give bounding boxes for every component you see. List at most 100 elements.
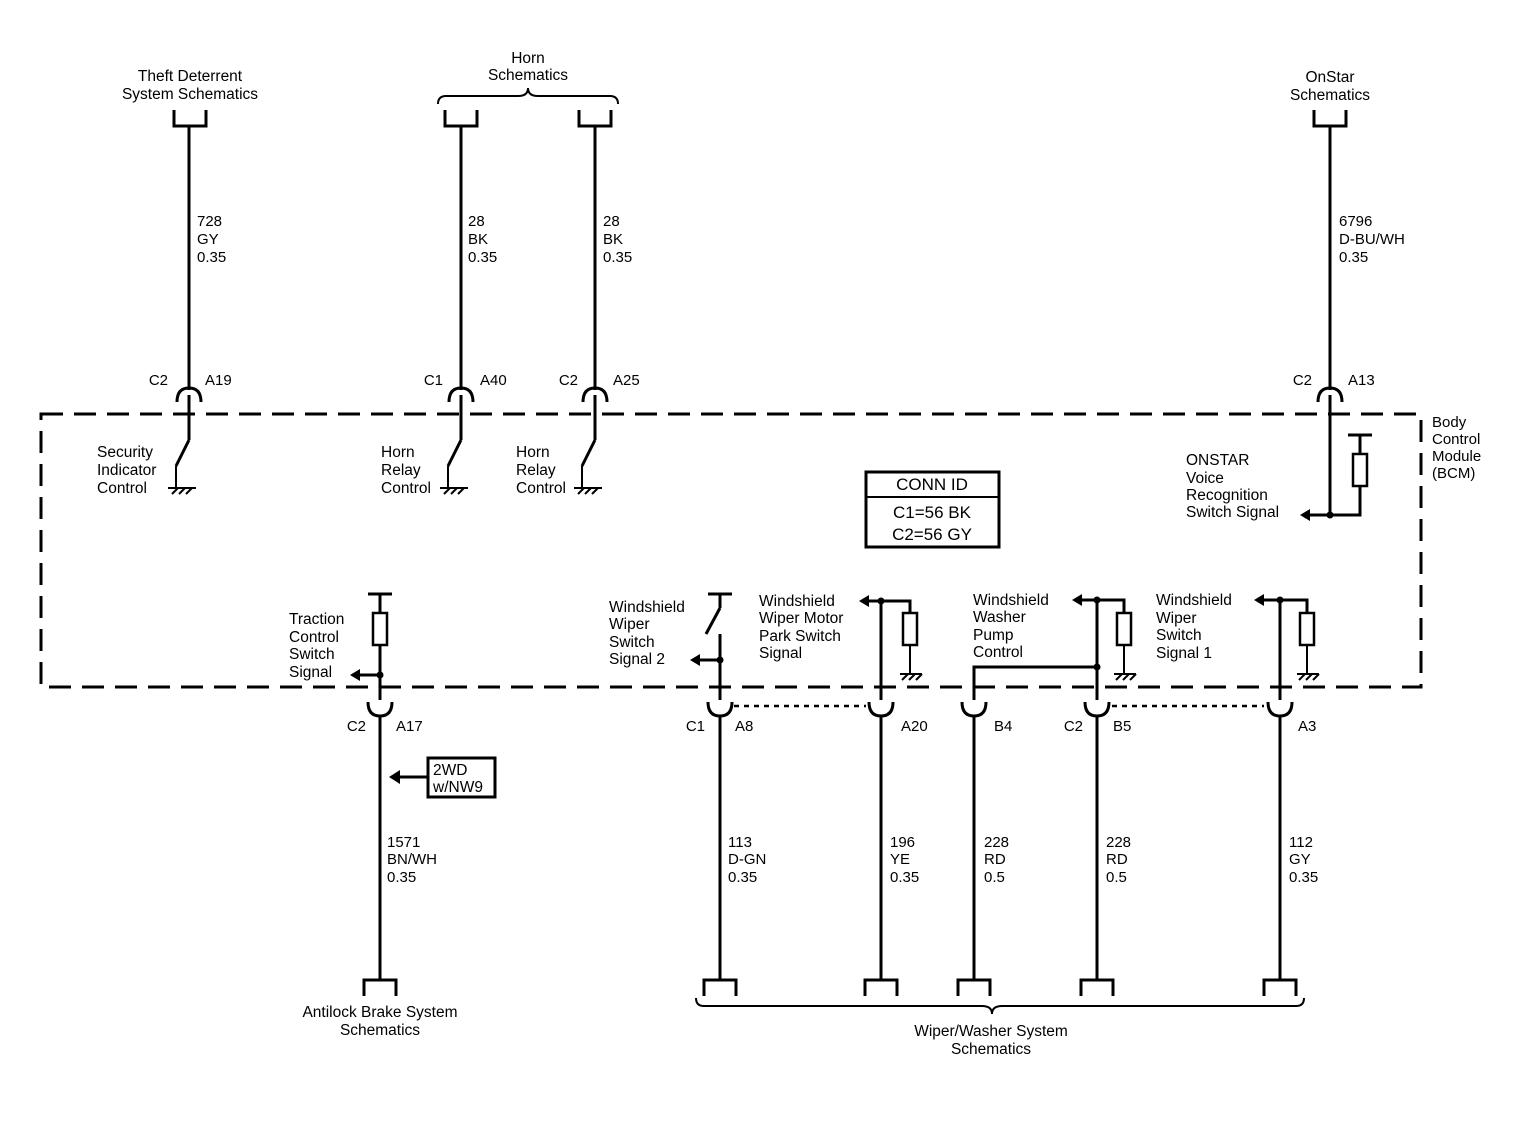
conn-id-title: CONN ID bbox=[896, 475, 968, 494]
wire-color: D-GN bbox=[728, 851, 766, 868]
ground-icon bbox=[440, 466, 468, 495]
connector-id: C2 bbox=[347, 718, 366, 735]
circuit-onstar-voice-recognition: 6796 D-BU/WH 0.35 C2 A13 ONSTAR Voice Re… bbox=[1186, 126, 1405, 521]
function-label: Windshield bbox=[759, 593, 835, 610]
wire-gauge: 0.35 bbox=[890, 869, 919, 886]
circuit-washer-pump-control: Windshield Washer Pump Control B4 228 RD… bbox=[956, 592, 1137, 996]
signal-arrow-icon bbox=[1072, 594, 1082, 606]
connector-id: C1 bbox=[686, 718, 705, 735]
function-label: Switch Signal bbox=[1186, 504, 1279, 521]
pin-id: A40 bbox=[480, 372, 507, 389]
function-label: ONSTAR bbox=[1186, 452, 1249, 469]
function-label: Relay bbox=[516, 462, 556, 479]
function-label: Recognition bbox=[1186, 487, 1268, 504]
splice-dot bbox=[1326, 511, 1334, 519]
function-label: Control bbox=[97, 480, 147, 497]
wire-gauge: 0.35 bbox=[603, 249, 632, 266]
wire-number: 228 bbox=[1106, 834, 1131, 851]
pin-connector-symbol bbox=[706, 701, 734, 718]
connector-id: C2 bbox=[1293, 372, 1312, 389]
wire-gauge: 0.35 bbox=[1339, 249, 1368, 266]
destination-label: Theft Deterrent bbox=[138, 68, 243, 85]
theft-deterrent-destination: Theft Deterrent System Schematics bbox=[122, 68, 258, 128]
pin-id: A3 bbox=[1298, 718, 1316, 735]
bcm-label-line: Control bbox=[1432, 431, 1480, 448]
wire-number: 728 bbox=[197, 213, 222, 230]
wire-number: 1571 bbox=[387, 834, 420, 851]
function-label: Voice bbox=[1186, 470, 1224, 487]
wire bbox=[1306, 486, 1362, 517]
harness-connector-symbol bbox=[443, 110, 479, 128]
function-label: Signal 2 bbox=[609, 651, 665, 668]
wire bbox=[1078, 598, 1099, 700]
destination-label: OnStar bbox=[1305, 69, 1354, 86]
function-label: Indicator bbox=[97, 462, 156, 479]
wire-color: D-BU/WH bbox=[1339, 231, 1405, 248]
function-label: Horn bbox=[516, 444, 550, 461]
harness-connector-symbol bbox=[172, 110, 208, 128]
horn-destination: Horn Schematics bbox=[437, 50, 619, 128]
ground-icon bbox=[574, 466, 602, 495]
option-label: 2WD bbox=[433, 762, 467, 779]
circuit-security-indicator: 728 GY 0.35 C2 A19 Security Indicator Co… bbox=[97, 126, 232, 497]
pin-connector-symbol bbox=[447, 386, 475, 403]
destination-label: System Schematics bbox=[122, 86, 258, 103]
pin-id: A25 bbox=[613, 372, 640, 389]
resistor-symbol bbox=[371, 611, 389, 647]
switch-symbol bbox=[174, 439, 191, 467]
wire-gauge: 0.35 bbox=[468, 249, 497, 266]
function-label: Relay bbox=[381, 462, 421, 479]
function-label: Washer bbox=[973, 609, 1026, 626]
option-label: w/NW9 bbox=[432, 779, 483, 796]
option-box bbox=[426, 756, 497, 799]
harness-connector-symbol bbox=[1079, 978, 1115, 996]
resistor-symbol bbox=[1115, 611, 1133, 647]
splice-dot bbox=[716, 656, 724, 664]
wire bbox=[1280, 598, 1309, 613]
wire-color: GY bbox=[1289, 851, 1311, 868]
switch-symbol bbox=[446, 439, 463, 467]
splice-dot bbox=[376, 671, 384, 679]
conn-id-box: CONN ID C1=56 BK C2=56 GY bbox=[864, 470, 1001, 549]
resistor-symbol bbox=[901, 611, 919, 647]
function-label: Signal bbox=[289, 664, 332, 681]
wire-number: 196 bbox=[890, 834, 915, 851]
wire-color: RD bbox=[984, 851, 1006, 868]
function-label: Switch bbox=[609, 634, 655, 651]
abs-destination: Antilock Brake System Schematics bbox=[302, 1004, 457, 1039]
circuit-horn-relay-1: 28 BK 0.35 C1 A40 Horn Relay Control bbox=[381, 126, 507, 497]
wire-number: 113 bbox=[728, 834, 752, 851]
option-arrow-icon bbox=[389, 770, 400, 784]
harness-connector-symbol bbox=[577, 110, 613, 128]
function-label: Security bbox=[97, 444, 153, 461]
pin-connector-symbol bbox=[1266, 701, 1294, 718]
signal-arrow-icon bbox=[859, 595, 869, 607]
wire-gauge: 0.35 bbox=[1289, 869, 1318, 886]
destination-label: Horn bbox=[511, 50, 545, 67]
destination-label: Schematics bbox=[1290, 87, 1370, 104]
signal-arrow-icon bbox=[1300, 509, 1310, 521]
switch-symbol bbox=[704, 607, 722, 635]
circuit-traction-control: Traction Control Switch Signal C2 A17 2W… bbox=[289, 592, 497, 996]
pin-connector-symbol bbox=[867, 701, 895, 718]
pin-connector-symbol bbox=[1316, 386, 1344, 403]
signal-arrow-icon bbox=[350, 669, 360, 681]
harness-connector-symbol bbox=[1262, 978, 1298, 996]
function-label: Control bbox=[973, 644, 1023, 661]
connector-id: C2 bbox=[559, 372, 578, 389]
bcm-label: Body Control Module (BCM) bbox=[1432, 414, 1481, 482]
onstar-destination: OnStar Schematics bbox=[1290, 69, 1370, 128]
function-label: Horn bbox=[381, 444, 415, 461]
signal-arrow-icon bbox=[1254, 594, 1264, 606]
destination-label: Schematics bbox=[951, 1041, 1031, 1058]
function-label: Control bbox=[516, 480, 566, 497]
function-label: Switch bbox=[1156, 627, 1202, 644]
wire bbox=[865, 599, 883, 700]
destination-label: Antilock Brake System bbox=[302, 1004, 457, 1021]
pin-id: A20 bbox=[901, 718, 928, 735]
function-label: Pump bbox=[973, 627, 1014, 644]
resistor-symbol bbox=[1298, 611, 1316, 647]
wiper-washer-destination: Wiper/Washer System Schematics bbox=[695, 997, 1305, 1058]
pin-id: A13 bbox=[1348, 372, 1375, 389]
